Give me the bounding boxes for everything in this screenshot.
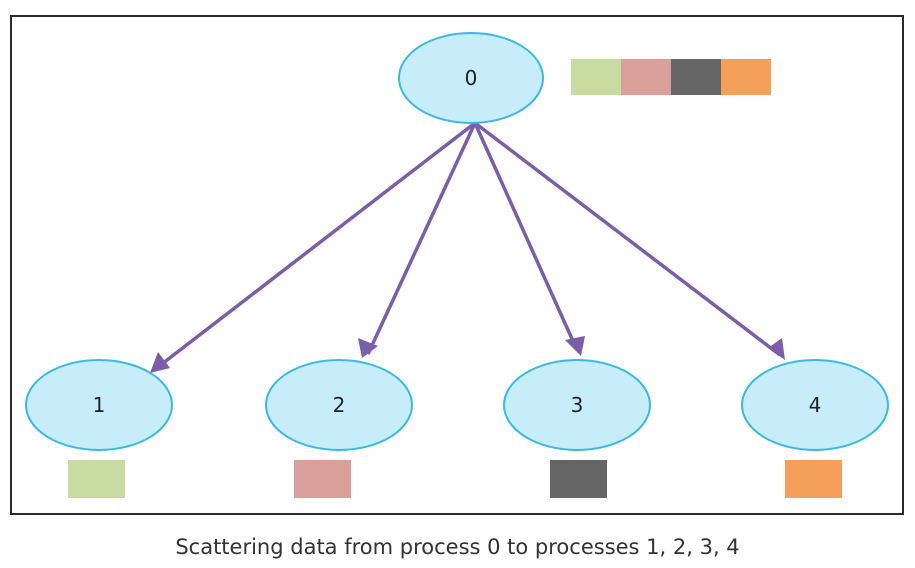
node-0-label: 0: [465, 66, 478, 90]
node-3: 3: [503, 359, 651, 451]
node-4: 4: [741, 359, 889, 451]
node-3-label: 3: [571, 393, 584, 417]
diagram-frame: [10, 15, 904, 515]
node-4-label: 4: [809, 393, 822, 417]
node-1: 1: [25, 359, 173, 451]
root-data-array: [571, 59, 771, 95]
arrowhead-1: [150, 352, 170, 373]
figure-caption: Scattering data from process 0 to proces…: [175, 535, 740, 559]
arrowhead-3: [565, 336, 585, 356]
node-1-ellipse: [25, 359, 173, 451]
node-2: 2: [265, 359, 413, 451]
arrow-0-to-1: [156, 121, 477, 369]
node-0-ellipse: [398, 32, 544, 124]
node-4-ellipse: [741, 359, 889, 451]
node-2-label: 2: [333, 393, 346, 417]
child-4-block: [785, 460, 842, 498]
arrows: [150, 121, 785, 373]
arrow-0-to-4: [473, 121, 782, 357]
node-1-label: 1: [93, 393, 106, 417]
root-block-2: [621, 59, 671, 95]
arrow-0-to-2: [366, 122, 477, 355]
child-1-block: [68, 460, 125, 498]
child-3-block: [550, 460, 607, 498]
arrowhead-2: [358, 338, 378, 358]
node-2-ellipse: [265, 359, 413, 451]
node-0: 0: [398, 32, 544, 124]
arrow-0-to-3: [473, 122, 579, 351]
root-block-1: [571, 59, 621, 95]
arrowhead-4: [768, 338, 785, 360]
child-2-block: [294, 460, 351, 498]
root-block-4: [721, 59, 771, 95]
node-3-ellipse: [503, 359, 651, 451]
root-block-3: [671, 59, 721, 95]
